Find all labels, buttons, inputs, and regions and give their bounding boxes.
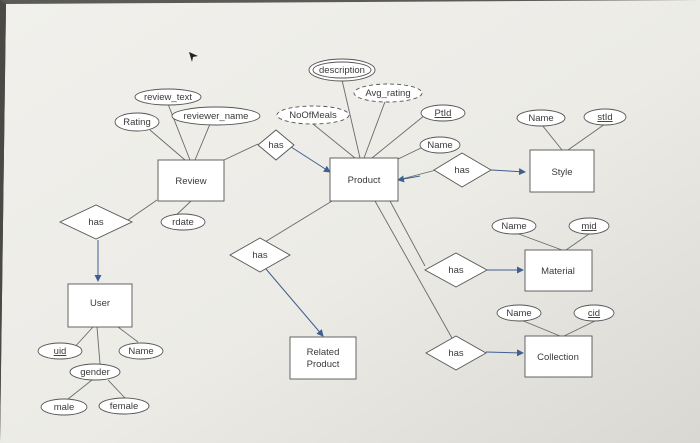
svg-text:male: male xyxy=(54,402,75,413)
attribute-style-name[interactable]: Name xyxy=(516,109,566,127)
relationship-label: has xyxy=(268,140,284,151)
svg-text:Name: Name xyxy=(128,346,153,357)
relationship-label: has xyxy=(454,165,470,176)
attribute-cid-key[interactable]: cid xyxy=(573,304,615,322)
cursor-icon xyxy=(189,52,198,62)
attribute-female[interactable]: female xyxy=(98,397,150,415)
relationship-product-material[interactable]: has xyxy=(424,252,488,288)
attribute-mid-key[interactable]: mid xyxy=(568,217,610,235)
svg-text:review_text: review_text xyxy=(144,92,192,103)
svg-text:description: description xyxy=(319,65,365,76)
entity-collection[interactable]: Collection xyxy=(524,335,593,378)
attribute-uid-key[interactable]: uid xyxy=(37,342,83,360)
attribute-gender[interactable]: gender xyxy=(69,363,121,381)
attribute-avg-rating-derived[interactable]: Avg_rating xyxy=(353,83,423,103)
attribute-male[interactable]: male xyxy=(40,398,88,416)
entity-label: Style xyxy=(551,167,572,178)
entity-label: Material xyxy=(541,266,575,277)
relationship-label: has xyxy=(448,348,464,359)
svg-text:cid: cid xyxy=(588,308,600,319)
svg-text:Name: Name xyxy=(528,113,553,124)
attribute-noofmeals-derived[interactable]: NoOfMeals xyxy=(276,105,350,125)
svg-text:NoOfMeals: NoOfMeals xyxy=(289,110,337,121)
attribute-material-name[interactable]: Name xyxy=(491,217,537,235)
svg-text:Avg_rating: Avg_rating xyxy=(365,88,410,99)
entity-label: Collection xyxy=(537,352,579,363)
entity-related-product[interactable]: Related Product xyxy=(289,336,357,380)
relationship-user-review[interactable]: has xyxy=(58,204,134,240)
svg-text:gender: gender xyxy=(80,367,110,378)
entity-style[interactable]: Style xyxy=(529,149,595,193)
attribute-review-text[interactable]: review_text xyxy=(134,88,202,106)
svg-text:uid: uid xyxy=(54,346,67,357)
svg-text:rdate: rdate xyxy=(172,217,194,228)
entity-label: Review xyxy=(175,176,206,187)
attribute-collection-name[interactable]: Name xyxy=(496,304,542,322)
svg-text:reviewer_name: reviewer_name xyxy=(184,111,249,122)
entity-label-line-1: Related xyxy=(307,347,340,358)
relationship-label: has xyxy=(252,250,268,261)
entity-product[interactable]: Product xyxy=(329,157,399,202)
attribute-stid-key[interactable]: stId xyxy=(583,108,627,126)
entity-review[interactable]: Review xyxy=(157,159,225,202)
attribute-ptid-key[interactable]: PtId xyxy=(420,104,466,122)
attribute-user-name[interactable]: Name xyxy=(118,342,164,360)
entity-label-line-2: Product xyxy=(307,359,340,370)
entity-label: Product xyxy=(348,175,381,186)
attribute-rating[interactable]: Rating xyxy=(114,112,160,132)
attribute-reviewer-name[interactable]: reviewer_name xyxy=(171,106,261,126)
relationship-label: has xyxy=(448,265,464,276)
screen-edge-shadow xyxy=(0,0,6,443)
relationship-product-related[interactable]: has xyxy=(229,237,291,273)
attribute-product-name[interactable]: Name xyxy=(419,136,461,154)
svg-text:Name: Name xyxy=(427,140,452,151)
entity-user[interactable]: User xyxy=(67,283,133,328)
entity-material[interactable]: Material xyxy=(524,249,593,292)
relationship-review-product[interactable]: has xyxy=(257,129,295,161)
svg-text:female: female xyxy=(110,401,139,412)
arrow-connectors xyxy=(94,144,526,357)
svg-text:PtId: PtId xyxy=(435,108,452,119)
svg-text:mid: mid xyxy=(581,221,596,232)
svg-text:Name: Name xyxy=(501,221,526,232)
svg-text:Rating: Rating xyxy=(123,117,150,128)
attribute-description-multivalued[interactable]: description xyxy=(308,58,376,82)
relationship-label: has xyxy=(88,217,104,228)
entity-label: User xyxy=(90,298,110,309)
relationship-product-collection[interactable]: has xyxy=(425,335,487,371)
attribute-rdate[interactable]: rdate xyxy=(160,213,206,231)
svg-text:Name: Name xyxy=(506,308,531,319)
relationship-product-style[interactable]: has xyxy=(433,152,492,188)
svg-text:stId: stId xyxy=(597,112,612,123)
